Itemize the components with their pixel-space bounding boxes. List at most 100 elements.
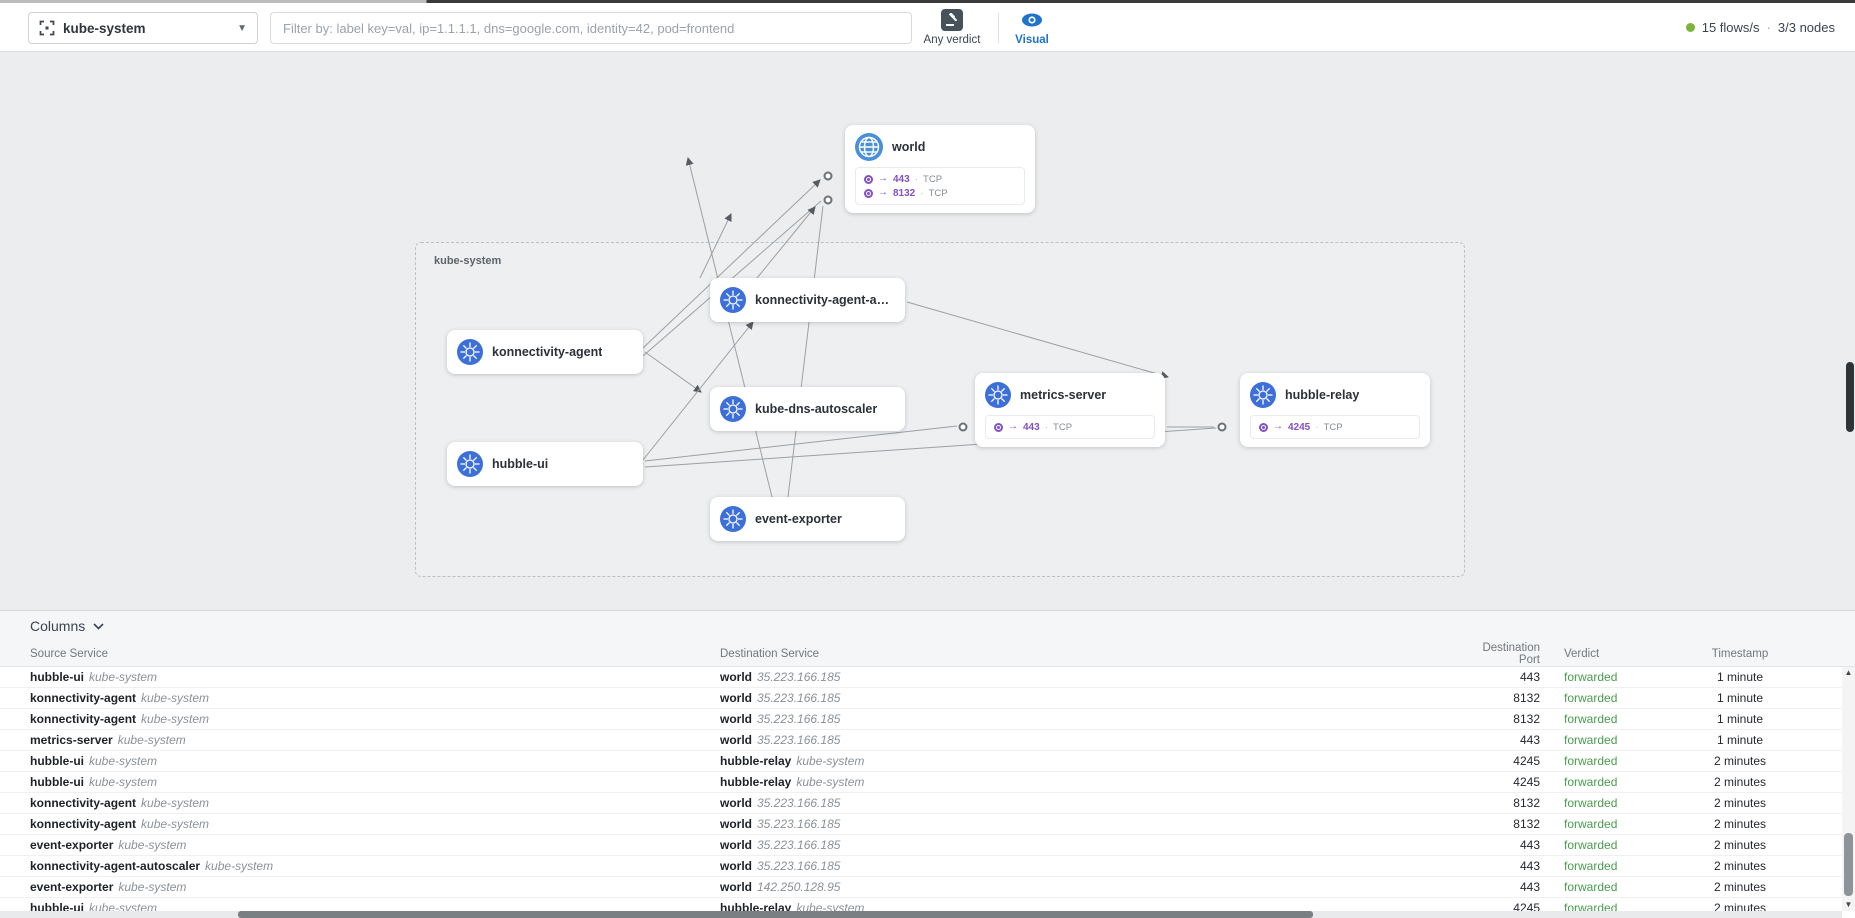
table-horizontal-scrollbar-thumb[interactable] bbox=[238, 911, 1313, 918]
flow-filter-input[interactable] bbox=[270, 12, 912, 44]
service-node-kube-dns-autoscaler[interactable]: kube-dns-autoscaler bbox=[710, 387, 905, 431]
chevron-down-icon[interactable] bbox=[93, 622, 104, 630]
service-node-konnectivity-agent[interactable]: konnectivity-agent bbox=[447, 330, 643, 374]
service-node-hubble-ui[interactable]: hubble-ui bbox=[447, 442, 643, 486]
toolbar: kube-system ▼ Any verdict Visual bbox=[0, 3, 1855, 52]
header-destination-port[interactable]: Destination Port bbox=[1482, 641, 1540, 666]
flow-verdict: forwarded bbox=[1564, 775, 1618, 789]
port-number: 443 bbox=[1023, 421, 1040, 433]
flow-destination-port: 4245 bbox=[1513, 754, 1540, 768]
gavel-icon bbox=[941, 9, 963, 31]
arrow-icon: → bbox=[878, 187, 888, 198]
header-verdict[interactable]: Verdict bbox=[1564, 647, 1600, 660]
flow-timestamp: 1 minute bbox=[1716, 691, 1764, 705]
port-row[interactable]: → 8132 · TCP bbox=[864, 186, 1016, 200]
kubernetes-icon bbox=[457, 451, 483, 477]
toolbar-divider bbox=[998, 13, 999, 43]
table-horizontal-scrollbar[interactable] bbox=[0, 911, 1842, 918]
flows-rate: 15 flows/s bbox=[1701, 20, 1760, 35]
flow-timestamp: 2 minutes bbox=[1713, 817, 1767, 831]
flow-verdict: forwarded bbox=[1564, 691, 1618, 705]
header-source-service[interactable]: Source Service bbox=[30, 647, 108, 660]
kubernetes-icon bbox=[720, 396, 746, 422]
scroll-up-icon[interactable]: ▲ bbox=[1844, 668, 1853, 677]
flow-verdict: forwarded bbox=[1564, 670, 1618, 684]
node-title: event-exporter bbox=[755, 512, 842, 526]
columns-button[interactable]: Columns bbox=[30, 618, 86, 634]
service-node-world[interactable]: world → 443 · TCP → 8132 · TCP bbox=[845, 125, 1035, 213]
service-node-event-exporter[interactable]: event-exporter bbox=[710, 497, 905, 541]
verdict-filter-button[interactable]: Any verdict bbox=[912, 9, 992, 46]
port-protocol: TCP bbox=[923, 173, 943, 185]
flow-verdict: forwarded bbox=[1564, 880, 1618, 894]
status-dot-icon bbox=[1685, 23, 1695, 32]
port-number: 4245 bbox=[1288, 421, 1311, 433]
flow-destination-port: 443 bbox=[1519, 733, 1540, 747]
scroll-down-icon[interactable]: ▼ bbox=[1844, 900, 1853, 909]
flows-table-panel: Columns Source Service Destination Servi… bbox=[0, 610, 1855, 918]
flow-timestamp: 2 minutes bbox=[1713, 754, 1767, 768]
flow-timestamp: 1 minute bbox=[1716, 712, 1764, 726]
service-node-hubble-relay[interactable]: hubble-relay → 4245 · TCP bbox=[1240, 373, 1430, 447]
flow-destination-port: 443 bbox=[1519, 670, 1540, 684]
flow-destination-port: 443 bbox=[1519, 859, 1540, 873]
kubernetes-icon bbox=[1250, 382, 1276, 408]
service-node-konnectivity-agent-autoscaler[interactable]: konnectivity-agent-autosc… bbox=[710, 278, 905, 322]
visual-view-toggle[interactable]: Visual bbox=[992, 9, 1072, 46]
header-timestamp[interactable]: Timestamp bbox=[1711, 647, 1769, 660]
dot-separator: · bbox=[1044, 421, 1049, 433]
table-scrollbar-thumb[interactable] bbox=[1844, 833, 1853, 896]
flow-timestamp: 1 minute bbox=[1716, 733, 1764, 747]
port-row[interactable]: → 443 · TCP bbox=[864, 172, 1016, 186]
table-scrollbar[interactable]: ▲ ▼ bbox=[1842, 667, 1855, 911]
lock-icon bbox=[864, 174, 873, 184]
header-destination-service[interactable]: Destination Service bbox=[720, 647, 820, 660]
chevron-down-icon: ▼ bbox=[237, 22, 247, 34]
visual-view-label: Visual bbox=[1015, 34, 1049, 46]
namespace-select[interactable]: kube-system ▼ bbox=[28, 12, 258, 44]
node-ports: → 443 · TCP → 8132 · TCP bbox=[855, 167, 1025, 205]
port-row[interactable]: → 4245 · TCP bbox=[1259, 420, 1411, 434]
service-map: kube-system bbox=[0, 52, 1855, 610]
namespace-boundary-label: kube-system bbox=[434, 255, 502, 267]
arrow-icon: → bbox=[878, 173, 888, 184]
map-scrollbar-thumb[interactable] bbox=[1846, 362, 1854, 432]
nodes-status: 3/3 nodes bbox=[1777, 20, 1835, 35]
flow-destination-port: 8132 bbox=[1513, 712, 1540, 726]
flows-table-header: Source Service Destination Service Desti… bbox=[0, 641, 1855, 667]
flow-verdict: forwarded bbox=[1564, 796, 1618, 810]
namespace-value: kube-system bbox=[63, 20, 146, 36]
verdict-filter-label: Any verdict bbox=[923, 34, 981, 46]
node-title: world bbox=[892, 140, 926, 154]
lock-icon bbox=[1259, 422, 1268, 432]
service-node-metrics-server[interactable]: metrics-server → 443 · TCP bbox=[975, 373, 1165, 447]
node-title: kube-dns-autoscaler bbox=[755, 402, 878, 416]
port-row[interactable]: → 443 · TCP bbox=[994, 420, 1146, 434]
dot-separator: · bbox=[1766, 20, 1771, 35]
